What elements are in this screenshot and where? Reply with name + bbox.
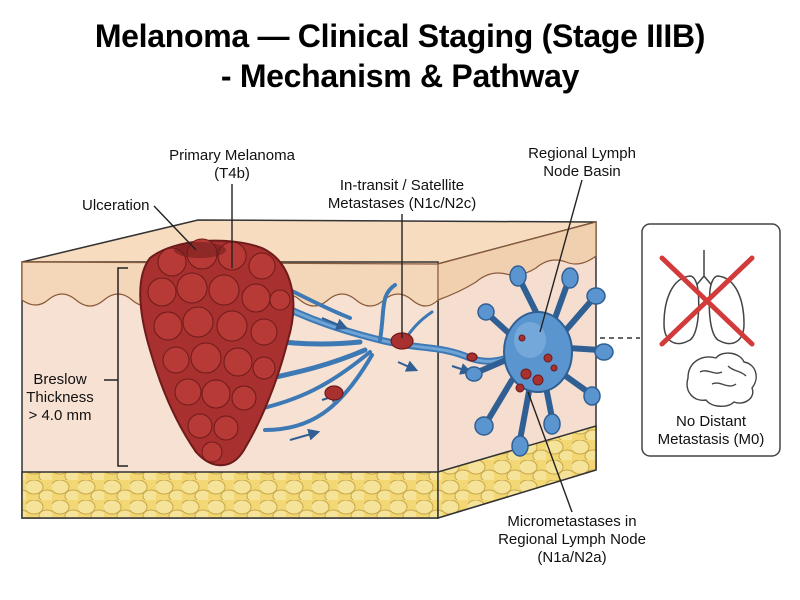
breslow-line1: Breslow <box>33 371 87 388</box>
no-distant-line2: Metastasis (M0) <box>658 431 765 448</box>
label-no-distant: No Distant Metastasis (M0) <box>658 413 765 448</box>
label-ulceration: Ulceration <box>82 197 150 214</box>
label-lymph-basin: Regional Lymph Node Basin <box>528 145 636 180</box>
node-micrometastases <box>515 334 558 393</box>
label-in-transit: In-transit / Satellite Metastases (N1c/N… <box>328 177 476 212</box>
in-transit-line1: In-transit / Satellite <box>340 177 464 194</box>
lymph-basin-line1: Regional Lymph <box>528 145 636 162</box>
breslow-line2: Thickness <box>26 389 94 406</box>
cross-out-icon <box>659 255 755 347</box>
no-distant-line1: No Distant <box>676 413 747 430</box>
label-micrometastases: Micrometastases in Regional Lymph Node (… <box>498 513 646 566</box>
subcutaneous-fat-side <box>437 425 597 520</box>
title-line-2: - Mechanism & Pathway <box>220 58 580 94</box>
micromets-line3: (N1a/N2a) <box>537 549 606 566</box>
primary-label-line1: Primary Melanoma <box>169 147 296 164</box>
breslow-line3: > 4.0 mm <box>29 407 92 424</box>
in-transit-line2: Metastases (N1c/N2c) <box>328 195 476 212</box>
leader-lines <box>153 179 583 513</box>
distant-metastasis-panel <box>641 223 781 457</box>
subcutaneous-fat <box>21 471 439 519</box>
primary-tumor <box>139 238 295 467</box>
micromets-line2: Regional Lymph Node <box>498 531 646 548</box>
title-line-1: Melanoma — Clinical Staging (Stage IIIB) <box>94 18 706 54</box>
primary-label-line2: (T4b) <box>214 165 250 182</box>
breslow-bracket <box>104 267 128 467</box>
lymph-basin-line2: Node Basin <box>543 163 621 180</box>
ulceration-crater <box>174 242 226 258</box>
satellite-metastases <box>324 332 478 401</box>
label-breslow: Breslow Thickness > 4.0 mm <box>26 371 94 424</box>
brain-icon <box>686 352 757 407</box>
regional-lymph-node <box>465 265 614 457</box>
micromets-line1: Micrometastases in <box>507 513 636 530</box>
label-primary-melanoma: Primary Melanoma (T4b) <box>169 147 296 182</box>
